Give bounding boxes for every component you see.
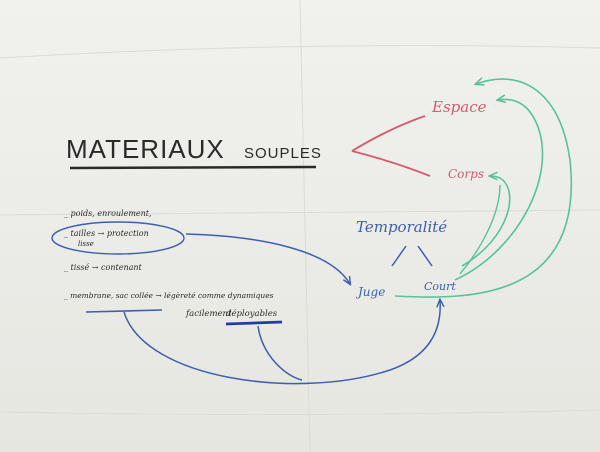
green-arrow-short bbox=[459, 184, 501, 275]
branch-line-corps bbox=[351, 150, 431, 177]
note-membrane: _ membrane, sac collée → légèreté comme … bbox=[64, 291, 274, 300]
title-souples: SOUPLES bbox=[244, 145, 322, 162]
title-materiaux: MATERIAUX bbox=[66, 134, 225, 164]
note-lisse: lisse bbox=[78, 240, 94, 248]
green-arrow-outer bbox=[394, 79, 573, 298]
blue-line-from-deployables bbox=[257, 325, 303, 381]
label-temporalite: Temporalité bbox=[356, 218, 447, 236]
label-juge: Juge bbox=[355, 285, 385, 299]
green-arrow-inner bbox=[461, 176, 511, 267]
note-circle-tailles bbox=[51, 221, 185, 255]
blue-arrow-bottom-loop bbox=[123, 300, 440, 385]
note-tisse: _ tissé → contenant bbox=[64, 263, 143, 272]
title-underline bbox=[69, 165, 317, 170]
green-arrow-middle bbox=[454, 99, 544, 281]
branch-line-espace bbox=[351, 115, 426, 152]
note-poids: _ poids, enroulement, bbox=[64, 209, 152, 218]
note-deployables-underline bbox=[225, 320, 283, 326]
note-deployables: déployables bbox=[226, 308, 278, 319]
label-corps: Corps bbox=[448, 167, 484, 181]
label-espace: Espace bbox=[431, 98, 487, 116]
note-tailles: _ tailles → protection bbox=[64, 229, 149, 238]
tree-line-left bbox=[391, 245, 407, 267]
note-facilement: facilement bbox=[185, 309, 232, 319]
blue-arrow-to-juge bbox=[185, 233, 350, 284]
tree-line-right bbox=[417, 245, 433, 267]
label-court: Court bbox=[424, 280, 456, 293]
note-membrane-underline bbox=[85, 309, 163, 313]
